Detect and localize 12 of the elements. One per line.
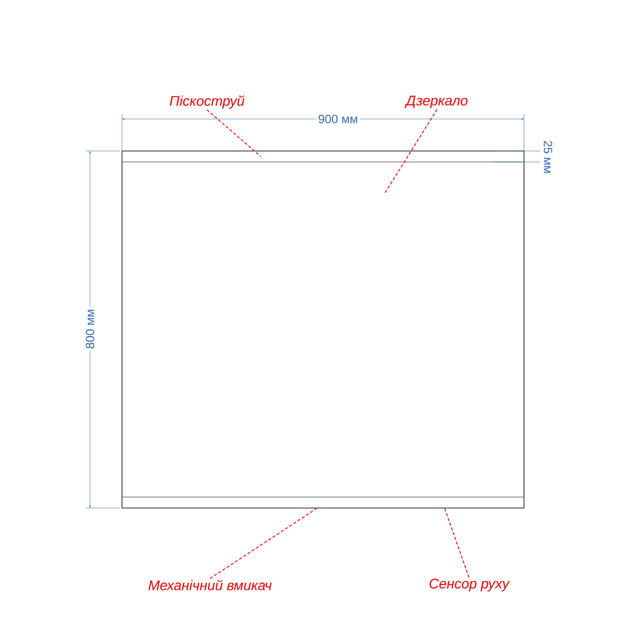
mirror-strip [122, 496, 524, 508]
callout-label: Дзеркало [404, 96, 468, 108]
callout-label: Сенсор руху [430, 578, 510, 592]
leader-line [444, 508, 470, 578]
leader-line [210, 508, 318, 579]
mirror-strip [122, 150, 524, 162]
callout-label: Механічний вмикач [148, 580, 272, 590]
dimension-label: 900 мм [316, 112, 360, 126]
callout-label: Піскоструй [170, 95, 244, 109]
leader-line [384, 109, 438, 194]
leader-line [206, 109, 262, 157]
dimension-label: 800 мм [84, 307, 96, 351]
